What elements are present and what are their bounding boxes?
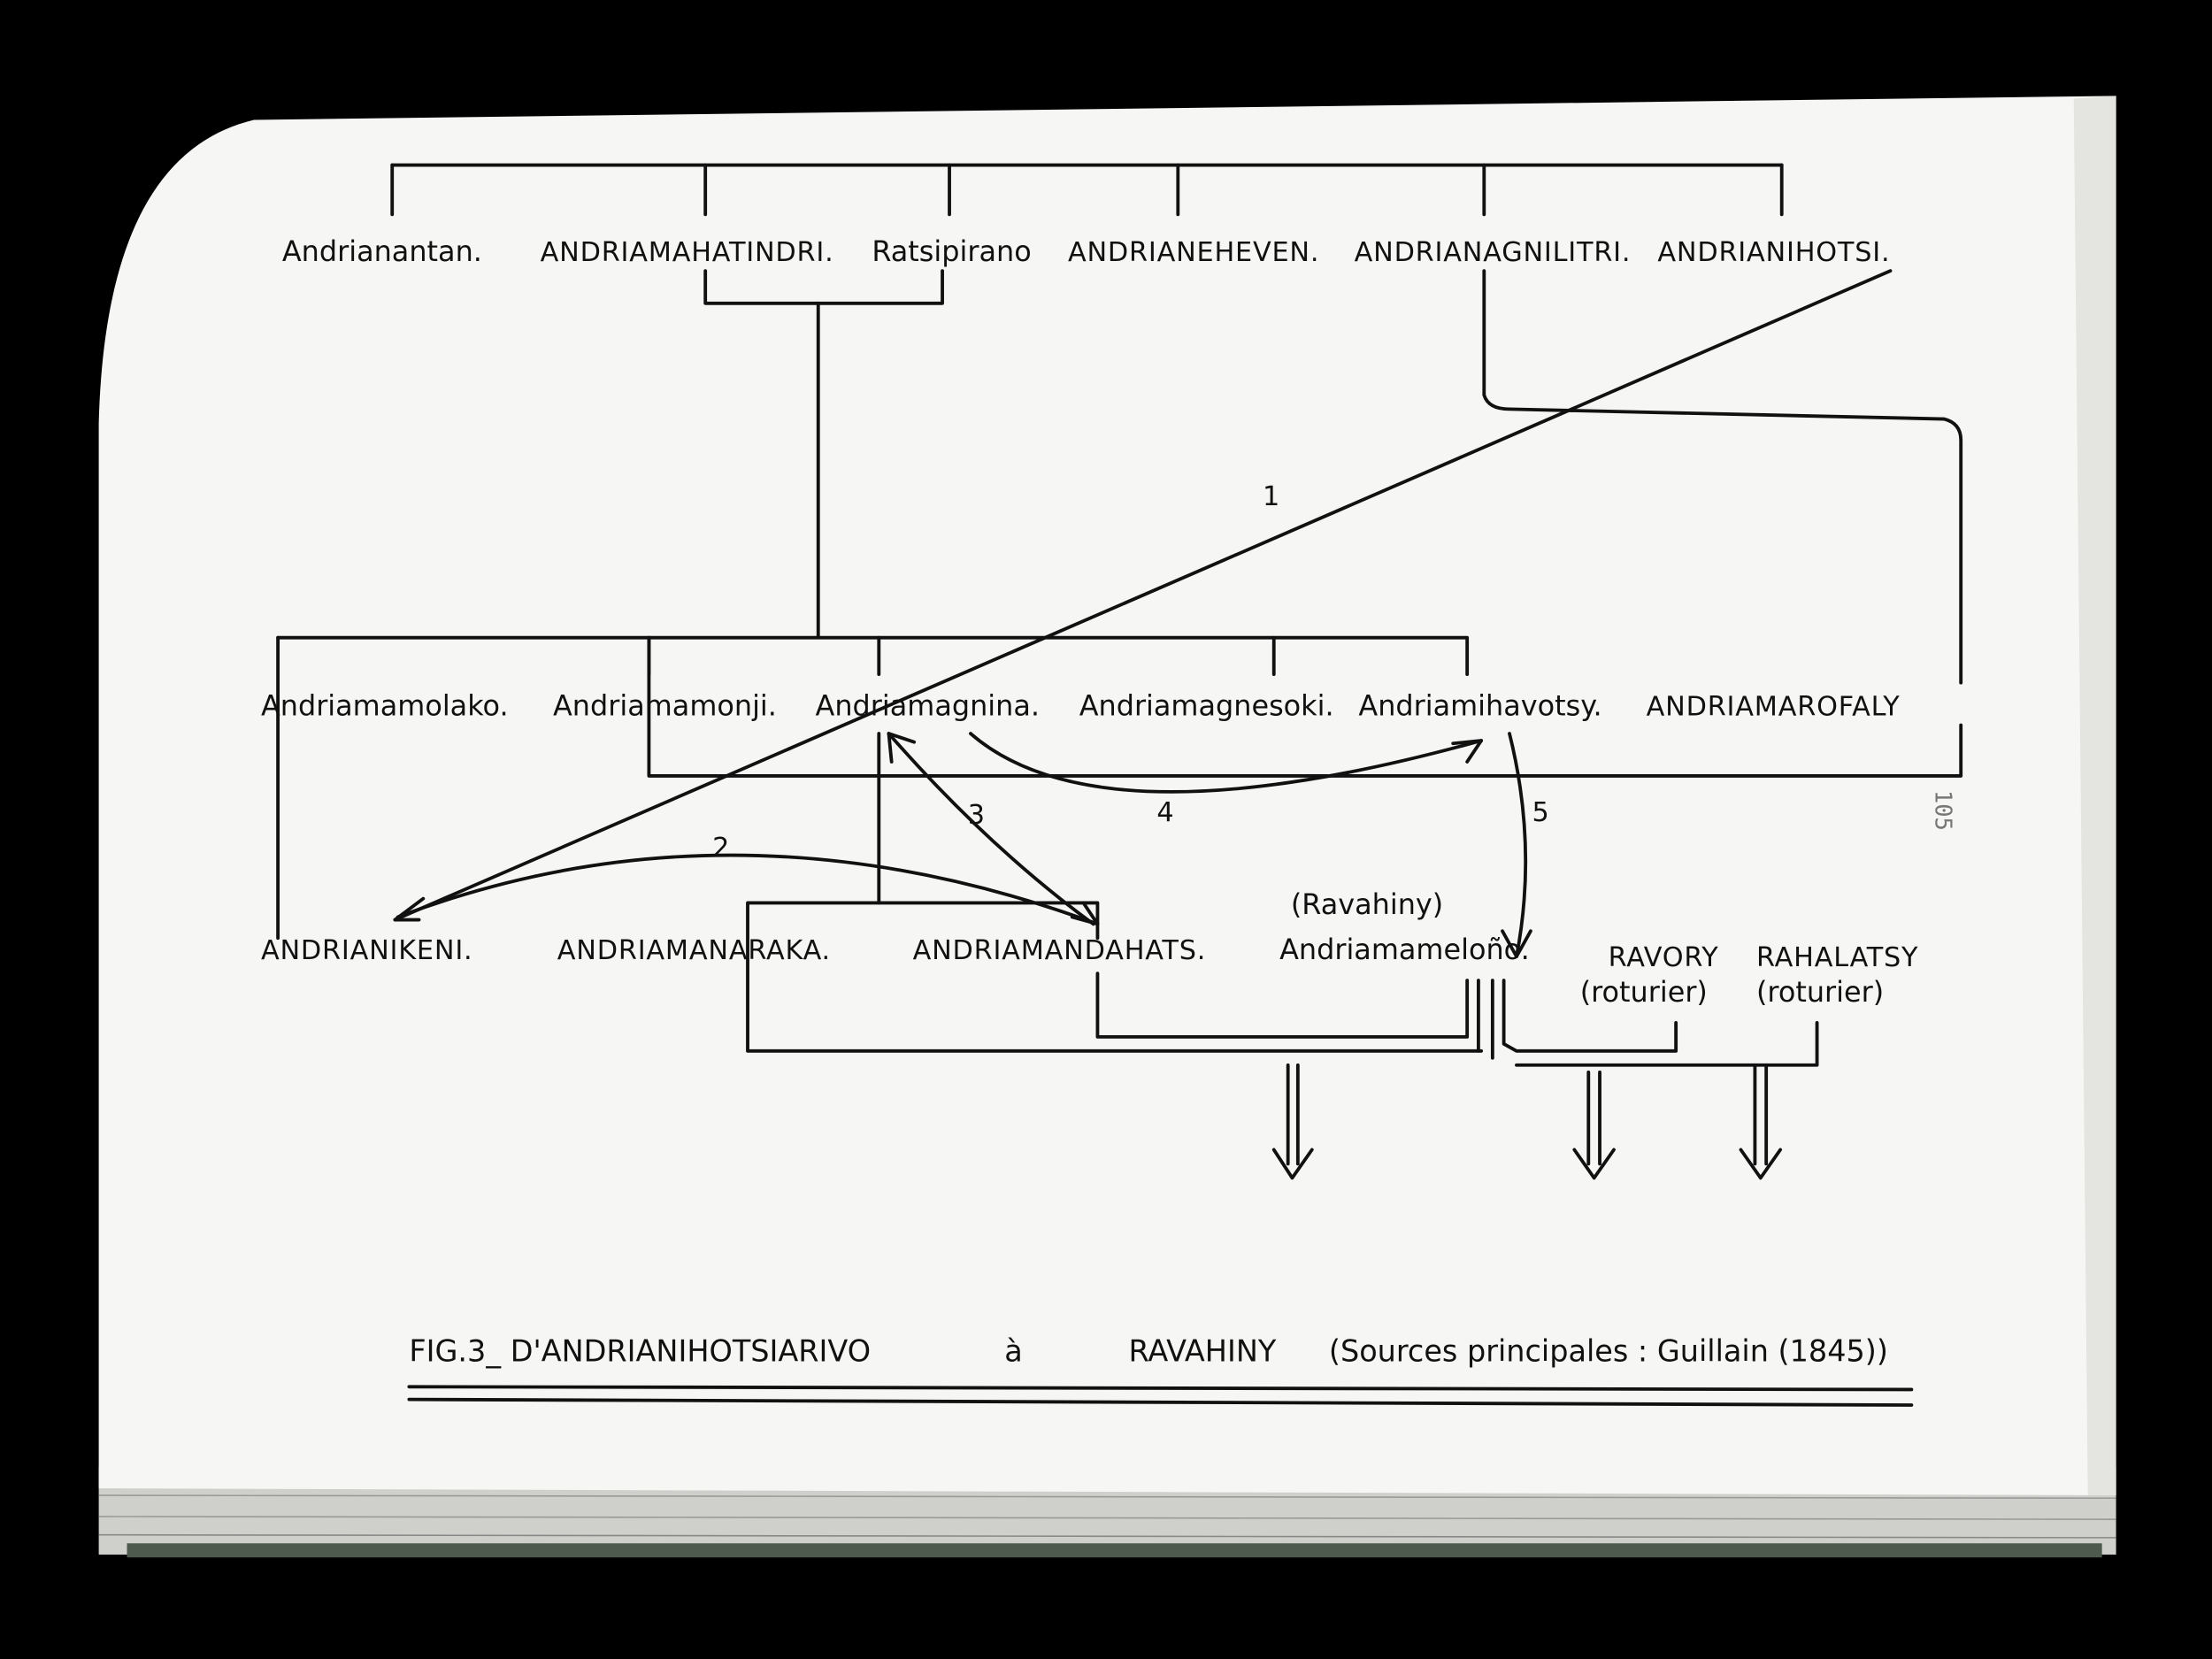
middle-row: Andriamamolako. Andriamamonji. Andriamag…	[261, 688, 1901, 722]
person-label: ANDRIANIHOTSI.	[1657, 237, 1890, 268]
person-label: Ratsipirano	[872, 234, 1031, 268]
genealogy-lines	[276, 163, 1963, 1407]
ravahiny-annotation: (Ravahiny)	[1291, 887, 1443, 921]
person-label: ANDRIANAGNILITRI.	[1355, 237, 1632, 268]
person-label: ANDRIAMANARAKA.	[557, 935, 831, 966]
page-number: 105	[1930, 790, 1956, 831]
person-label: Andrianantan.	[282, 234, 482, 268]
person-label: ANDRIAMANDAHATS.	[913, 935, 1207, 966]
roturier-note: (roturier)	[1580, 975, 1708, 1009]
person-label: Andriamamonji.	[553, 688, 777, 722]
caption-conjunction: à	[1004, 1334, 1023, 1369]
arrow-number: 2	[712, 833, 729, 864]
person-label: ANDRIAMAROFALY	[1647, 691, 1901, 722]
person-label: ANDRIANIKENI.	[261, 935, 473, 966]
arrow-number: 3	[968, 800, 985, 831]
person-label: RAVORY	[1609, 942, 1719, 973]
person-label: Andriamagnesoki.	[1079, 688, 1334, 722]
person-label: ANDRIAMAHATINDRI.	[541, 237, 834, 268]
person-label: Andriamameloño.	[1279, 933, 1530, 966]
arrow-number: 1	[1263, 481, 1279, 512]
caption-figure-label: FIG.3_ D'ANDRIANIHOTSIARIVO	[409, 1334, 871, 1369]
roturier-note: (roturier)	[1756, 975, 1884, 1009]
person-label: Andriamihavotsy.	[1358, 688, 1601, 722]
top-row: Andrianantan. ANDRIAMAHATINDRI. Ratsipir…	[282, 234, 1890, 268]
figure-caption: FIG.3_ D'ANDRIANIHOTSIARIVO à RAVAHINY (…	[409, 1334, 1888, 1369]
person-label: Andriamamolako.	[261, 688, 509, 722]
arrow-number: 4	[1156, 797, 1173, 828]
arrow-number: 5	[1532, 797, 1549, 828]
person-label: RAHALATSY	[1756, 942, 1918, 973]
person-label: ANDRIANEHEVEN.	[1068, 237, 1319, 268]
person-label: Andriamagnina.	[816, 688, 1040, 722]
caption-destination: RAVAHINY	[1129, 1334, 1277, 1369]
book-page	[98, 96, 2116, 1558]
caption-sources: (Sources principales : Guillain (1845))	[1329, 1334, 1888, 1369]
arrow-numbers: 1 2 3 4 5	[712, 481, 1549, 864]
bottom-row: ANDRIANIKENI. ANDRIAMANARAKA. ANDRIAMAND…	[261, 887, 1918, 1009]
